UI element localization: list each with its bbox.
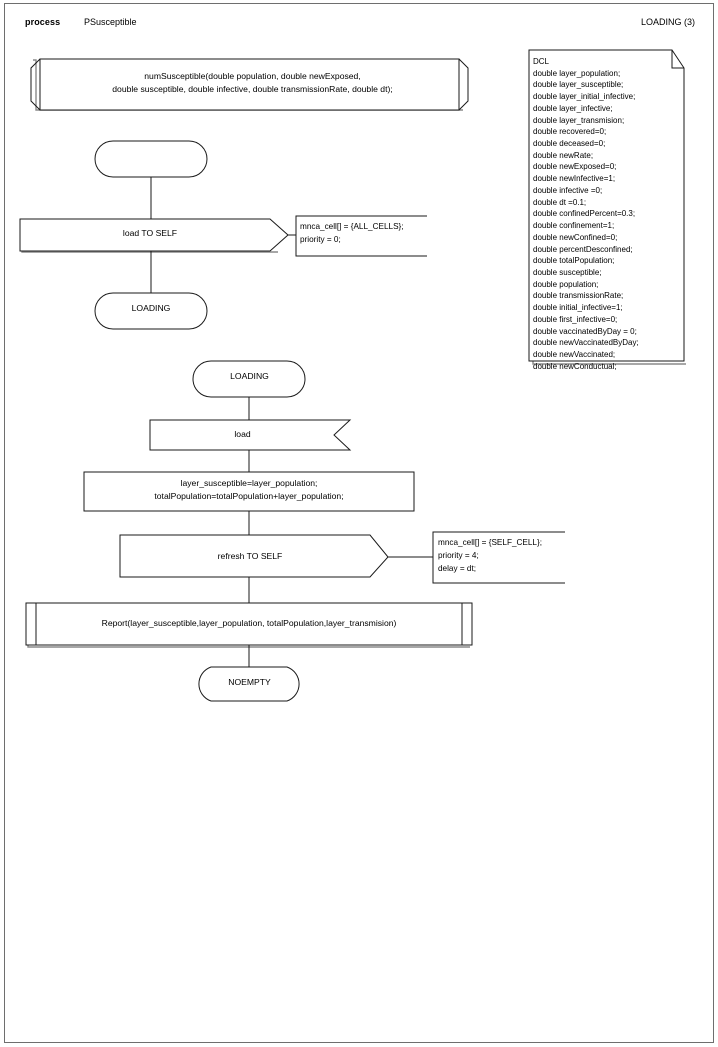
page-border-frame <box>4 3 714 1043</box>
input-load-label: load <box>234 429 251 439</box>
state-loading-label-1: LOADING <box>131 303 171 313</box>
header-process-name: PSusceptible <box>84 17 137 27</box>
header-diagram-kind: process <box>25 17 61 27</box>
procedure-signature-text: numSusceptible(double population, double… <box>112 71 393 94</box>
output-refresh-to-self-label: refresh TO SELF <box>217 551 283 561</box>
comment-refresh-text: mnca_cell[] = {SELF_CELL}; priority = 4;… <box>438 538 542 573</box>
declaration-note-text: DCL double layer_population; double laye… <box>533 57 639 371</box>
state-noempty-label: NOEMPTY <box>228 677 271 687</box>
state-loading-label-2: LOADING <box>230 371 269 381</box>
output-load-to-self-label: load TO SELF <box>122 228 178 238</box>
procedure-call-text: Report(layer_susceptible,layer_populatio… <box>101 618 397 628</box>
task-assignment-text: layer_susceptible=layer_population; tota… <box>154 478 344 501</box>
comment-load-text: mnca_cell[] = {ALL_CELLS}; priority = 0; <box>300 222 404 244</box>
header-page-label: LOADING (3) <box>640 17 695 27</box>
